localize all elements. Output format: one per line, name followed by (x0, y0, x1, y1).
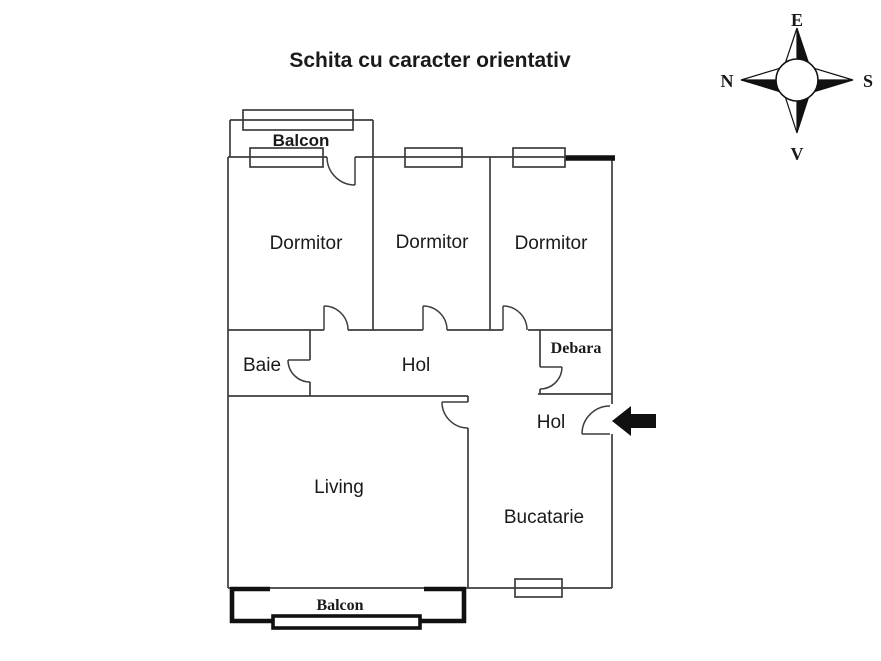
entrance-arrow-icon (612, 406, 656, 436)
plan-title: Schita cu caracter orientativ (289, 49, 571, 72)
walls (227, 119, 613, 589)
compass-east-label: E (791, 10, 803, 30)
window-bucatarie (514, 578, 563, 598)
window-balcony-bottom (271, 614, 422, 630)
window-dormitor-3 (512, 147, 566, 168)
room-label-dormitor-2: Dormitor (396, 232, 470, 253)
compass-south-label: S (863, 71, 873, 91)
room-label-dormitor-1: Dormitor (270, 233, 344, 254)
window-balcony-top (242, 109, 354, 131)
window-dormitor-1 (249, 147, 324, 168)
door-balcony (326, 156, 356, 186)
door-dormitor-3 (502, 305, 528, 331)
doors (287, 156, 611, 435)
room-label-baie: Baie (243, 355, 281, 376)
room-label-hol-upper: Hol (402, 355, 431, 376)
door-dormitor-2 (422, 305, 448, 331)
room-label-bucatarie: Bucatarie (504, 507, 584, 528)
compass-rose-icon: E S V N (721, 10, 874, 164)
door-living (441, 401, 469, 429)
room-label-debara: Debara (551, 340, 602, 357)
windows (242, 109, 566, 630)
compass-west-label: V (791, 144, 804, 164)
room-label-hol-lower: Hol (537, 412, 566, 433)
room-label-living: Living (314, 477, 364, 498)
thick-walls (229, 155, 615, 624)
compass-north-label: N (721, 71, 734, 91)
door-baie (287, 359, 311, 383)
door-entrance (581, 405, 611, 435)
room-label-balcon-bottom: Balcon (316, 597, 363, 614)
door-dormitor-1 (323, 305, 349, 331)
window-dormitor-2 (404, 147, 463, 168)
door-debara (539, 366, 563, 390)
room-label-balcon-top: Balcon (273, 131, 330, 150)
room-label-dormitor-3: Dormitor (515, 233, 589, 254)
